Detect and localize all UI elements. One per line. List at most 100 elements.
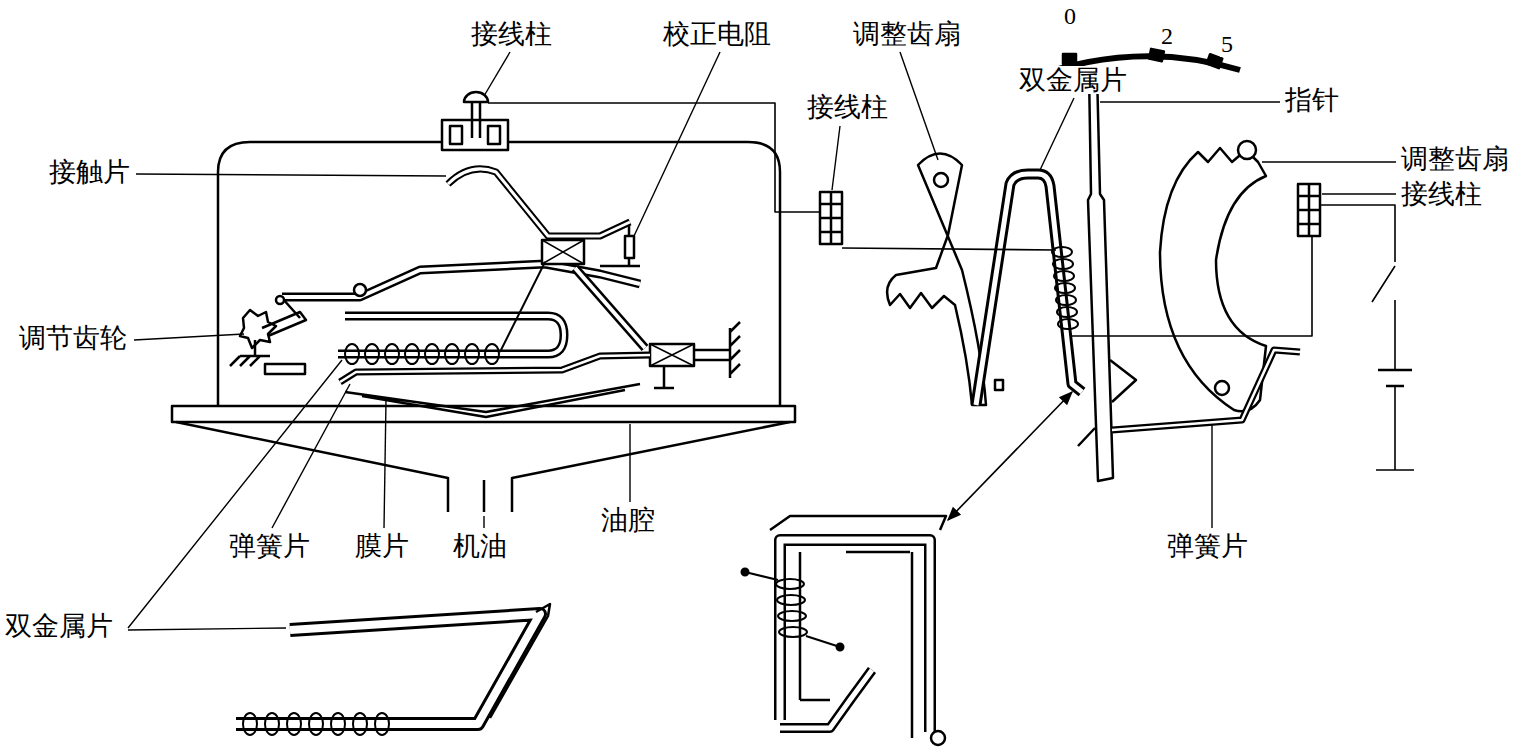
drawing-part — [745, 572, 840, 647]
drawing-part — [375, 713, 389, 735]
leader-line — [900, 52, 938, 160]
leader-line — [384, 400, 386, 528]
drawing-part — [742, 569, 749, 576]
sector-pivot — [1238, 141, 1256, 159]
rivet — [995, 380, 1003, 390]
drawing-part — [1054, 271, 1074, 281]
part-label: 接线柱 — [1400, 180, 1483, 208]
pivot — [354, 284, 366, 296]
drawing-part — [405, 344, 419, 364]
battery-symbol — [1378, 370, 1412, 386]
leader-line — [134, 334, 244, 340]
part-label: 校正电阻 — [662, 20, 772, 48]
part-label: 接触片 — [48, 158, 131, 186]
part-label: 双金属片 — [4, 612, 114, 640]
part-label: 调节齿轮 — [18, 324, 128, 352]
drawing-part — [345, 344, 359, 364]
drawing-part — [1298, 184, 1320, 236]
drawing-part — [778, 611, 806, 621]
bimetal-detail — [770, 516, 946, 738]
terminal-block — [442, 120, 508, 150]
bracket — [654, 322, 740, 388]
hatch — [650, 344, 694, 366]
indicator-unit — [236, 49, 1414, 745]
adjust-sector — [887, 154, 986, 406]
adjust-sector — [1160, 148, 1266, 411]
drawing-part — [425, 344, 439, 364]
drawing-part — [309, 713, 323, 735]
drawing-part — [243, 713, 257, 735]
pivot — [931, 731, 945, 745]
resistor-lead — [600, 226, 640, 266]
contact-piece — [448, 169, 630, 236]
bimetal-detail — [236, 614, 540, 724]
leader-line — [1100, 101, 1280, 102]
drawing-part — [779, 627, 807, 637]
housing — [218, 142, 780, 406]
base-flange — [172, 406, 795, 422]
spring-leaf — [1112, 350, 1300, 430]
part-label: 膜片 — [354, 532, 410, 560]
drawing-part — [837, 644, 844, 651]
oil-chamber — [176, 422, 790, 512]
part-label: 接线柱 — [806, 93, 889, 121]
scale-number: 5 — [1220, 32, 1234, 57]
drawing-part — [820, 192, 842, 244]
pointer-bracket — [1078, 360, 1136, 446]
bimetal-strip — [976, 174, 1082, 405]
wire — [488, 103, 1414, 470]
contact-piece — [448, 169, 630, 236]
leader-line — [1040, 98, 1074, 170]
support-beam — [575, 268, 645, 348]
leader-line — [136, 174, 446, 176]
adjusting-gear — [240, 310, 276, 348]
hatch — [542, 240, 584, 264]
drawing-part — [353, 713, 367, 735]
part-label: 机油 — [452, 532, 508, 560]
drawing-part — [1058, 319, 1078, 329]
sector-pivot — [1215, 381, 1229, 395]
insulator — [650, 344, 694, 366]
drawing-part — [287, 713, 301, 735]
drawing-part — [777, 595, 805, 605]
terminal-slot — [488, 126, 500, 144]
diaphragm — [345, 384, 640, 417]
drawing-part — [265, 713, 279, 735]
drawing-part — [331, 713, 345, 735]
heating-coil — [345, 262, 545, 364]
leader-line — [484, 52, 510, 96]
pointer — [1088, 72, 1113, 481]
drawing-part — [820, 192, 842, 244]
leader-line — [629, 424, 630, 502]
detail-arrow — [948, 392, 1072, 520]
drawing-part — [1052, 247, 1072, 257]
gear-pin — [276, 296, 284, 304]
drawing-part — [1053, 259, 1073, 269]
part-label: 弹簧片 — [228, 532, 311, 560]
drawing-part — [385, 344, 399, 364]
sector-pivot — [934, 173, 948, 187]
heating-coil — [243, 713, 389, 735]
sender-unit — [172, 92, 795, 512]
leader-line — [832, 126, 840, 190]
spring-leaf — [340, 355, 650, 382]
scale-number: 0 — [1063, 4, 1077, 29]
terminal-slot — [450, 126, 462, 144]
bimetal-detail — [490, 604, 550, 718]
part-label: 接线柱 — [470, 20, 553, 48]
leader-line — [272, 384, 350, 528]
bimetal-detail — [780, 540, 930, 732]
leader-line — [1262, 161, 1396, 162]
terminal-post — [820, 184, 1320, 244]
drawing-part — [365, 344, 379, 364]
drawing-part — [776, 579, 804, 589]
leader-line — [634, 52, 720, 236]
leader-line — [1322, 193, 1396, 194]
drawing-part — [445, 344, 459, 364]
heating-coil — [1052, 247, 1078, 329]
bimetal-strip — [976, 174, 1082, 405]
leader-line — [128, 360, 342, 630]
part-label: 弹簧片 — [1166, 532, 1249, 560]
